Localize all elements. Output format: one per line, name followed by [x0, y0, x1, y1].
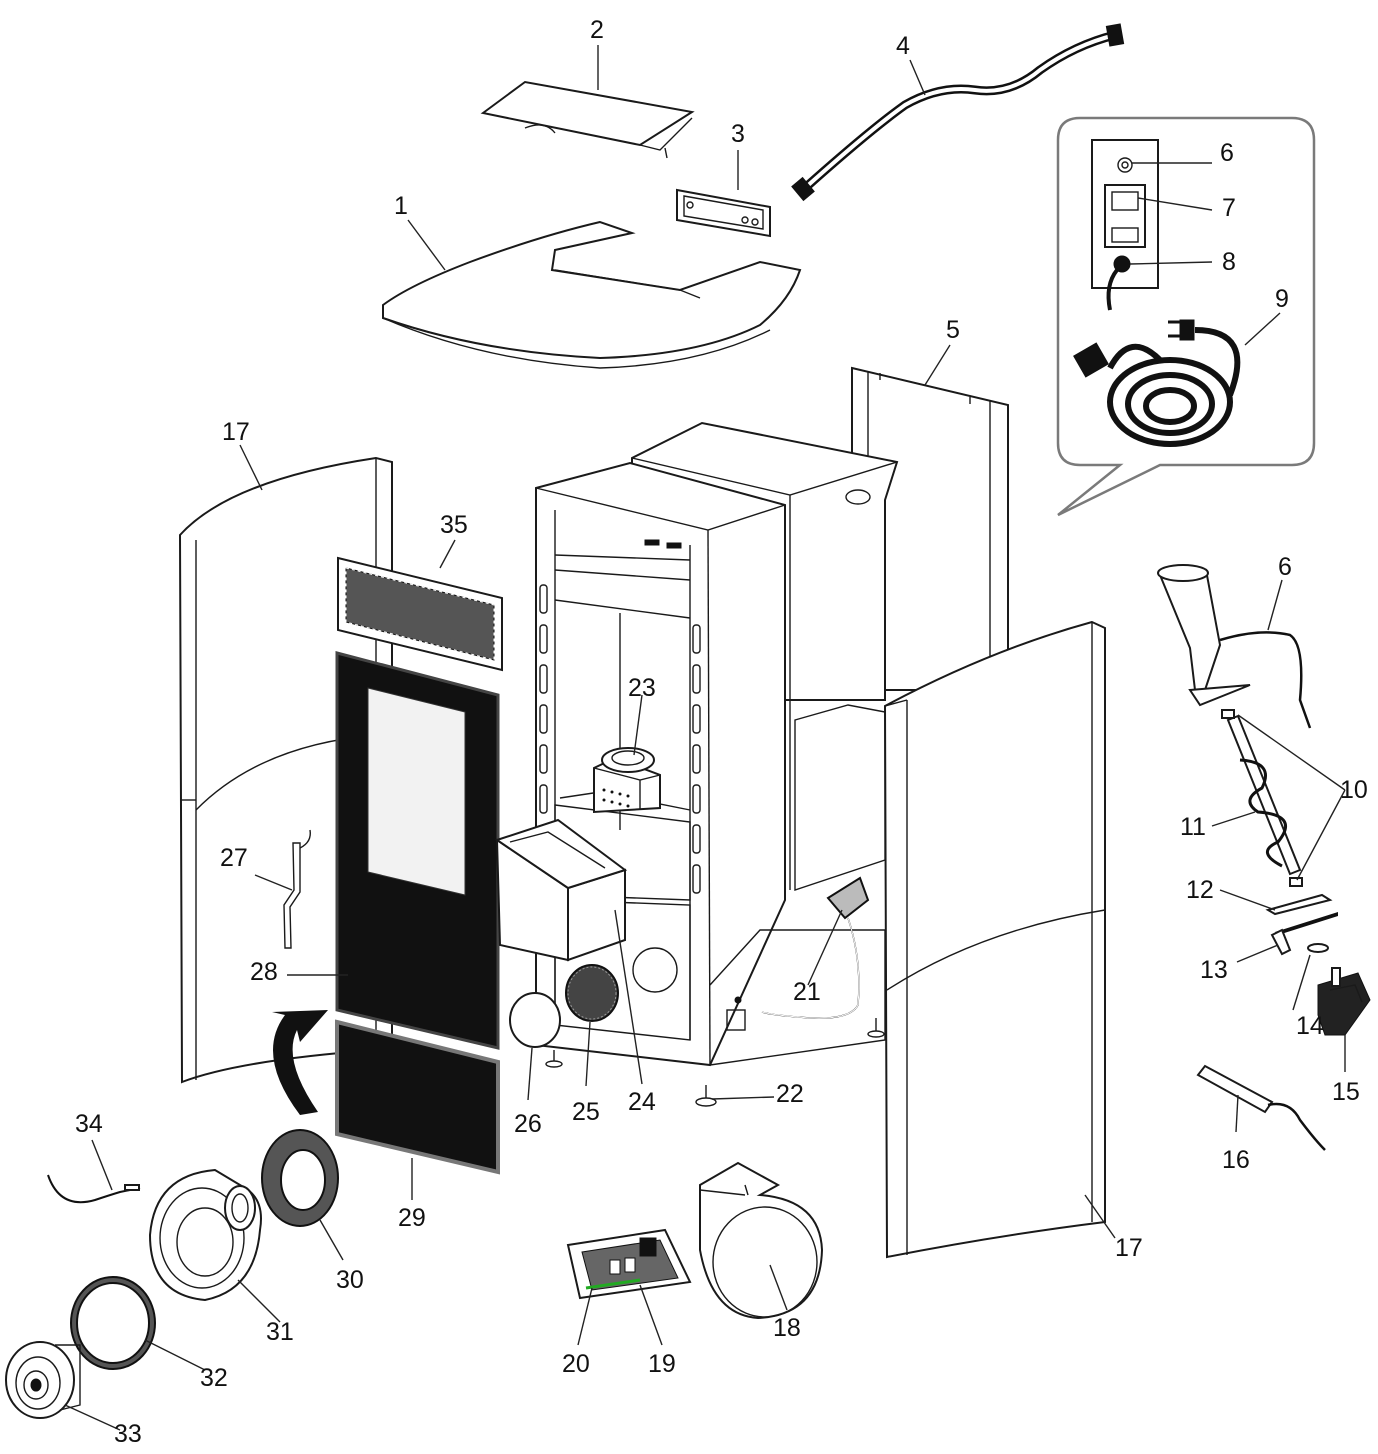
callout-23: 23: [628, 674, 656, 702]
callout-34: 34: [75, 1110, 103, 1138]
callout-9: 9: [1275, 285, 1289, 313]
part-extractor-motor: [5, 1341, 81, 1419]
callout-31: 31: [266, 1318, 294, 1346]
callout-29: 29: [398, 1204, 426, 1232]
callout-20: 20: [562, 1350, 590, 1378]
callout-8: 8: [1222, 248, 1236, 276]
part-sensor-cable: [761, 876, 870, 1019]
part-gasket-ring: [261, 1129, 339, 1227]
callout-26: 26: [514, 1110, 542, 1138]
part-control-panel: [676, 188, 771, 238]
part-gasket-flat: [70, 1276, 156, 1370]
callout-32: 32: [200, 1364, 228, 1392]
part-top-lid: [480, 80, 695, 159]
callout-30: 30: [336, 1266, 364, 1294]
callout-3: 3: [731, 120, 745, 148]
callout-13: 13: [1200, 956, 1228, 984]
callout-19: 19: [648, 1350, 676, 1378]
callout-17b: 17: [1115, 1234, 1143, 1262]
leader-lines: [64, 45, 1346, 1431]
curved-arrow-icon: [272, 1010, 328, 1115]
part-auger-screw: [1221, 709, 1303, 887]
part-feet: [545, 1018, 885, 1107]
part-hopper-motor-assembly: [1157, 564, 1312, 729]
part-burn-pot: [593, 747, 661, 814]
part-door: [335, 651, 500, 1050]
detail-bubble: [1056, 116, 1316, 517]
callout-1: 1: [394, 192, 408, 220]
callout-15: 15: [1332, 1078, 1360, 1106]
part-lower-door-panel: [335, 1019, 500, 1175]
callout-17a: 17: [222, 418, 250, 446]
callout-labels: 1 2 3 4 5 6 6 7 8 9 10 11 12 13 14 15 16…: [75, 16, 1368, 1448]
callout-10: 10: [1340, 776, 1368, 804]
callout-24: 24: [628, 1088, 656, 1116]
callout-22: 22: [776, 1080, 804, 1108]
part-side-panel-right: [883, 620, 1106, 1259]
callout-28: 28: [250, 958, 278, 986]
part-temperature-probe: [1196, 1064, 1326, 1151]
part-top-cover: [382, 220, 802, 369]
callout-4: 4: [896, 32, 910, 60]
callout-2: 2: [590, 16, 604, 44]
part-gaskets-washers: [1265, 893, 1338, 956]
callout-25: 25: [572, 1098, 600, 1126]
callout-35: 35: [440, 511, 468, 539]
callout-12: 12: [1186, 876, 1214, 904]
callout-14: 14: [1296, 1012, 1324, 1040]
callout-6a: 6: [1220, 139, 1234, 167]
callout-5: 5: [946, 316, 960, 344]
part-door-handle: [283, 829, 311, 949]
power-cord-coil: [1073, 319, 1241, 447]
part-control-board: [566, 1228, 692, 1300]
part-grille: [337, 556, 503, 672]
part-auger-motor: [1317, 967, 1371, 1036]
callout-21: 21: [793, 978, 821, 1006]
part-thermocouple-wire: [47, 1174, 141, 1204]
part-hose: [791, 23, 1125, 202]
callout-33: 33: [114, 1420, 142, 1448]
part-round-cap: [509, 992, 561, 1048]
part-round-filter: [565, 964, 619, 1022]
callout-16: 16: [1222, 1146, 1250, 1174]
callout-7: 7: [1222, 194, 1236, 222]
callout-27: 27: [220, 844, 248, 872]
part-convection-fan: [699, 1161, 824, 1320]
callout-6b: 6: [1278, 553, 1292, 581]
part-extractor-housing: [148, 1168, 262, 1302]
callout-11: 11: [1180, 813, 1206, 841]
part-ash-drawer: [494, 818, 628, 962]
callout-18: 18: [773, 1314, 801, 1342]
